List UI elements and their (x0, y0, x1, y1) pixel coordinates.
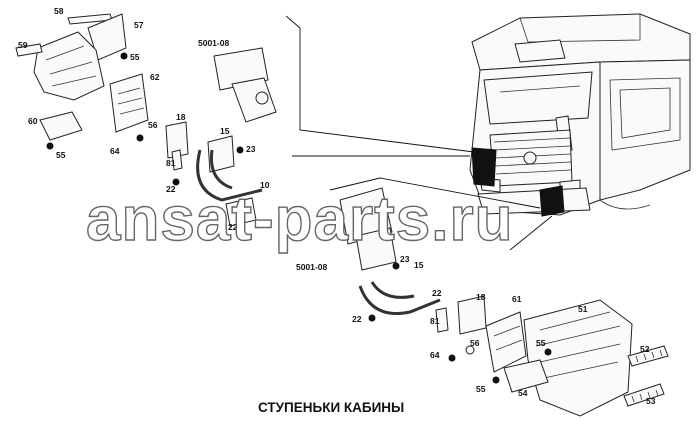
part-label-81: 81 (430, 316, 440, 326)
part-label-51: 51 (578, 304, 588, 314)
assembly-ref-lower: 5001-08 (296, 262, 327, 272)
part-label-55: 55 (536, 338, 546, 348)
part-label-23: 23 (246, 144, 256, 154)
part-label-15: 15 (414, 260, 424, 270)
part-label-56: 56 (470, 338, 480, 348)
part-label-53: 53 (646, 396, 656, 406)
part-label-22: 22 (228, 222, 238, 232)
part-label-64: 64 (430, 350, 440, 360)
part-label-52: 52 (640, 344, 650, 354)
part-label-55: 55 (476, 384, 486, 394)
part-label-61: 61 (512, 294, 522, 304)
part-label-18: 18 (176, 112, 186, 122)
part-label-54: 54 (518, 388, 528, 398)
assembly-ref-upper: 5001-08 (198, 38, 229, 48)
diagram-title: СТУПЕНЬКИ КАБИНЫ (258, 400, 404, 415)
part-label-58: 58 (54, 6, 64, 16)
part-label-81: 81 (166, 158, 176, 168)
part-label-55: 55 (130, 52, 140, 62)
part-label-22: 22 (432, 288, 442, 298)
part-label-56: 56 (148, 120, 158, 130)
upper-step-assembly (15, 13, 277, 227)
part-label-64: 64 (110, 146, 120, 156)
part-label-59: 59 (18, 40, 28, 50)
part-label-22: 22 (166, 184, 176, 194)
leader-line-lower-b (509, 215, 553, 251)
part-label-10: 10 (260, 180, 270, 190)
watermark: ansat-parts.ru (86, 185, 513, 254)
part-label-60: 60 (28, 116, 38, 126)
leader-line-lower-a (329, 177, 541, 209)
part-label-15: 15 (220, 126, 230, 136)
part-label-18: 18 (476, 292, 486, 302)
part-label-22: 22 (352, 314, 362, 324)
truck-cab-illustration (469, 13, 691, 217)
lower-step-assembly (339, 187, 669, 417)
part-label-62: 62 (150, 72, 160, 82)
part-label-57: 57 (134, 20, 144, 30)
leader-line-upper (285, 15, 475, 153)
part-label-23: 23 (400, 254, 410, 264)
part-label-55: 55 (56, 150, 66, 160)
